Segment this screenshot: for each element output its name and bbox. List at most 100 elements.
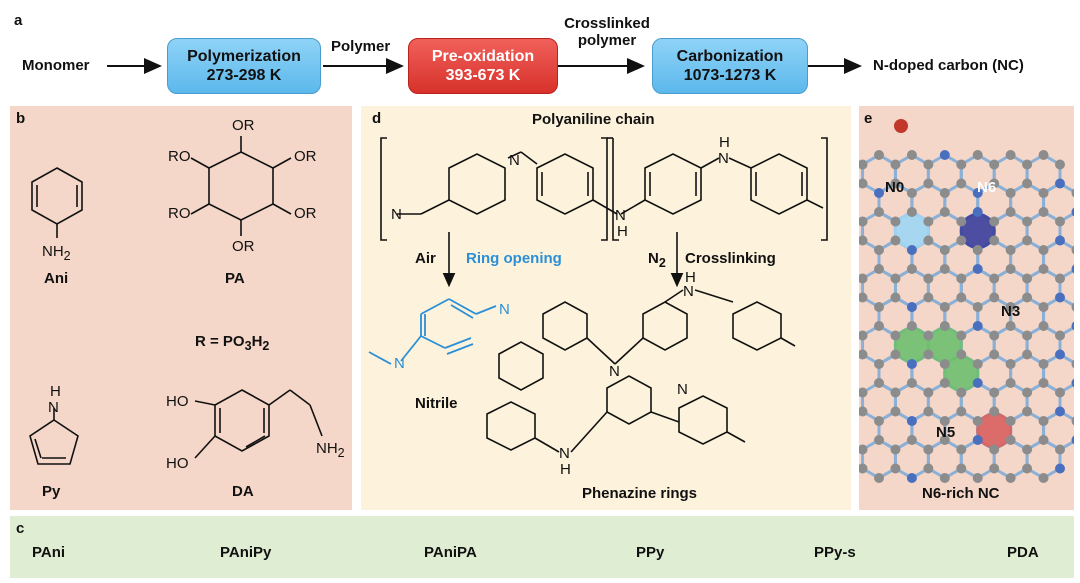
carbon-atom bbox=[1022, 216, 1033, 227]
carbon-atom bbox=[989, 406, 1000, 417]
nitrogen-atom bbox=[1054, 406, 1065, 417]
nitrogen-atom bbox=[906, 245, 917, 255]
carbon-atom bbox=[939, 188, 950, 198]
nitrogen-atom bbox=[972, 378, 983, 388]
carbon-atom bbox=[1038, 473, 1049, 483]
carbon-atom bbox=[923, 235, 934, 246]
nitrogen-atom bbox=[1054, 235, 1065, 246]
phenazine-nh2-h: H bbox=[560, 461, 571, 478]
carbon-atom bbox=[1054, 216, 1065, 227]
carbon-atom bbox=[923, 444, 934, 455]
crosslinking-label: Crosslinking bbox=[685, 250, 776, 267]
carbon-atom bbox=[859, 178, 868, 189]
carbon-atom bbox=[972, 302, 983, 312]
nh-text: NH bbox=[316, 440, 338, 457]
carbon-atom bbox=[989, 273, 1000, 284]
bracket-right bbox=[821, 137, 828, 241]
nitrogen-atom bbox=[1071, 207, 1074, 217]
carbon-atom bbox=[859, 349, 868, 360]
carbon-atom bbox=[923, 463, 934, 474]
carbon-atom bbox=[1038, 150, 1049, 160]
nitrogen-atom bbox=[972, 435, 983, 445]
carbon-atom bbox=[989, 330, 1000, 341]
carbon-atom bbox=[1071, 359, 1074, 369]
carbon-atom bbox=[1022, 349, 1033, 360]
carbon-atom bbox=[874, 264, 884, 274]
nh-sub: 2 bbox=[63, 249, 71, 263]
carbon-atom bbox=[906, 435, 917, 445]
carbon-atom bbox=[1038, 378, 1049, 388]
r-definition: R = PO3H2 bbox=[195, 333, 269, 353]
carbon-atom bbox=[1022, 463, 1033, 474]
carbon-atom bbox=[939, 302, 950, 312]
carbon-atom bbox=[972, 416, 983, 426]
carbon-atom bbox=[939, 359, 950, 369]
n0-ring bbox=[893, 212, 930, 250]
carbon-atom bbox=[956, 330, 967, 341]
crosslinked-line2: polymer bbox=[577, 32, 637, 49]
amine-n-label: N bbox=[615, 207, 626, 224]
panel-e-letter: e bbox=[864, 110, 873, 127]
pa-ro-upper: RO bbox=[168, 148, 191, 165]
n5-ring bbox=[976, 412, 1013, 449]
carbon-atom bbox=[972, 245, 983, 255]
phenazine-nh-n: N bbox=[683, 283, 694, 300]
carbon-atom bbox=[1022, 444, 1033, 455]
step-name: Carbonization bbox=[676, 48, 784, 65]
material-pani: PAni bbox=[32, 544, 66, 561]
n6-label: N6 bbox=[977, 179, 997, 196]
carbon-atom bbox=[923, 330, 934, 341]
py-label: Py bbox=[42, 483, 61, 500]
pa-or-top: OR bbox=[232, 117, 255, 134]
carbon-atom bbox=[989, 292, 1000, 303]
bracket-left bbox=[380, 137, 387, 241]
carbon-atom bbox=[874, 321, 884, 331]
carbon-atom bbox=[923, 292, 934, 303]
carbon-atom bbox=[1038, 188, 1049, 198]
carbon-atom bbox=[972, 150, 983, 160]
carbon-atom bbox=[923, 178, 934, 189]
nitrogen-atom bbox=[1054, 178, 1065, 189]
polymer-label: Polymer bbox=[331, 38, 391, 55]
air-label: Air bbox=[415, 250, 436, 267]
carbon-atom bbox=[1071, 302, 1074, 312]
carbon-atom bbox=[1038, 302, 1049, 312]
material-panipy: PAniPy bbox=[220, 544, 272, 561]
oxygen-atom bbox=[894, 119, 908, 133]
carbon-atom bbox=[1022, 330, 1033, 341]
panel-d-structures: N N N H N H N N N N N H N H bbox=[368, 134, 828, 478]
nh-text: NH bbox=[42, 243, 64, 260]
carbon-atom bbox=[1038, 321, 1049, 331]
nitrogen-atom bbox=[1071, 321, 1074, 331]
nitrogen-atom bbox=[972, 207, 983, 217]
carbon-atom bbox=[890, 463, 901, 474]
carbon-atom bbox=[1005, 264, 1016, 274]
carbon-atom bbox=[906, 150, 917, 160]
carbon-atom bbox=[874, 245, 884, 255]
phenazine-n-right: N bbox=[677, 381, 688, 398]
nitrogen-atom bbox=[972, 188, 983, 198]
nitrile-n-label: N bbox=[394, 355, 405, 372]
r-sub2: 2 bbox=[262, 339, 270, 353]
carbon-atom bbox=[890, 235, 901, 246]
carbon-atom bbox=[859, 330, 868, 341]
ani-label: Ani bbox=[44, 270, 69, 287]
carbon-atom bbox=[874, 378, 884, 388]
nitrogen-atom bbox=[906, 359, 917, 369]
carbon-atom bbox=[939, 245, 950, 255]
carbon-atom bbox=[939, 207, 950, 217]
carbon-atom bbox=[874, 359, 884, 369]
material-panipa: PAniPA bbox=[424, 544, 477, 561]
step-temp: 1073-1273 K bbox=[683, 67, 777, 84]
benzenoid-ring-2 bbox=[644, 153, 702, 215]
nitrogen-atom bbox=[1071, 378, 1074, 388]
n2-sub: 2 bbox=[658, 256, 666, 270]
carbon-atom bbox=[1005, 473, 1016, 483]
pa-label: PA bbox=[225, 270, 245, 287]
dopamine-ring bbox=[214, 389, 270, 452]
carbon-atom bbox=[1005, 150, 1016, 160]
amine2-h-label: H bbox=[719, 134, 730, 151]
carbon-atom bbox=[1038, 264, 1049, 274]
carbon-atom bbox=[1022, 159, 1033, 170]
aniline-nh2: NH2 bbox=[42, 243, 71, 263]
